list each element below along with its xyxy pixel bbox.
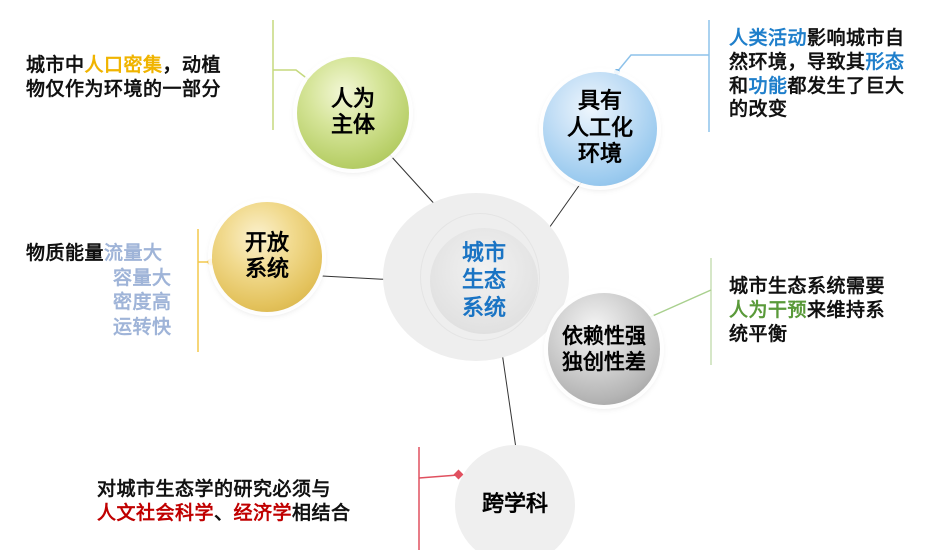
- center-node: 城市 生态 系统: [430, 228, 538, 334]
- highlight-form: 形态: [865, 50, 905, 73]
- note-human-line1: 城市中人口密集，动植: [26, 54, 222, 76]
- open-item: 密度高: [113, 291, 172, 314]
- note-human-line2: 物仅作为环境的一部分: [26, 77, 222, 100]
- node-dependent: 依赖性强 独创性差: [548, 293, 660, 405]
- node-open-label: 开放 系统: [244, 230, 289, 282]
- node-cross-label: 跨学科: [481, 491, 548, 517]
- highlight-economics: 经济学: [233, 501, 293, 524]
- open-item: 容量大: [113, 266, 172, 289]
- node-human-label: 人为 主体: [330, 86, 375, 138]
- highlight-human-intervention: 人为干预: [729, 298, 808, 321]
- note-artificial: 人类活动影响城市自 然环境，导致其形态 和功能都发生了巨大 的改变: [729, 27, 905, 121]
- center-label: 城市 生态 系统: [461, 240, 506, 321]
- open-item: 流量大: [104, 242, 163, 264]
- center-ring: [420, 213, 540, 341]
- node-open-system: 开放 系统: [212, 202, 322, 312]
- highlight-human-activity: 人类活动: [729, 27, 808, 49]
- node-artificial-label: 具有 人工化 环境: [566, 89, 633, 168]
- node-human-subject: 人为 主体: [297, 57, 409, 169]
- node-cross-discipline: 跨学科: [455, 445, 575, 550]
- node-dependent-label: 依赖性强 独创性差: [562, 323, 646, 374]
- note-human: 城市中人口密集，动植 物仅作为环境的一部分: [26, 54, 221, 102]
- note-open: 物质能量流量大 容量大 密度高 运转快: [26, 242, 172, 339]
- open-item: 运转快: [113, 316, 172, 339]
- highlight-population-dense: 人口密集: [84, 54, 163, 76]
- node-artificial-environment: 具有 人工化 环境: [543, 72, 657, 186]
- highlight-function: 功能: [748, 74, 788, 97]
- note-dependent: 城市生态系统需要 人为干预来维持系 统平衡: [729, 275, 886, 345]
- highlight-humanities: 人文社会科学: [97, 501, 215, 524]
- note-cross: 对城市生态学的研究必须与 人文社会科学、经济学相结合: [97, 478, 351, 524]
